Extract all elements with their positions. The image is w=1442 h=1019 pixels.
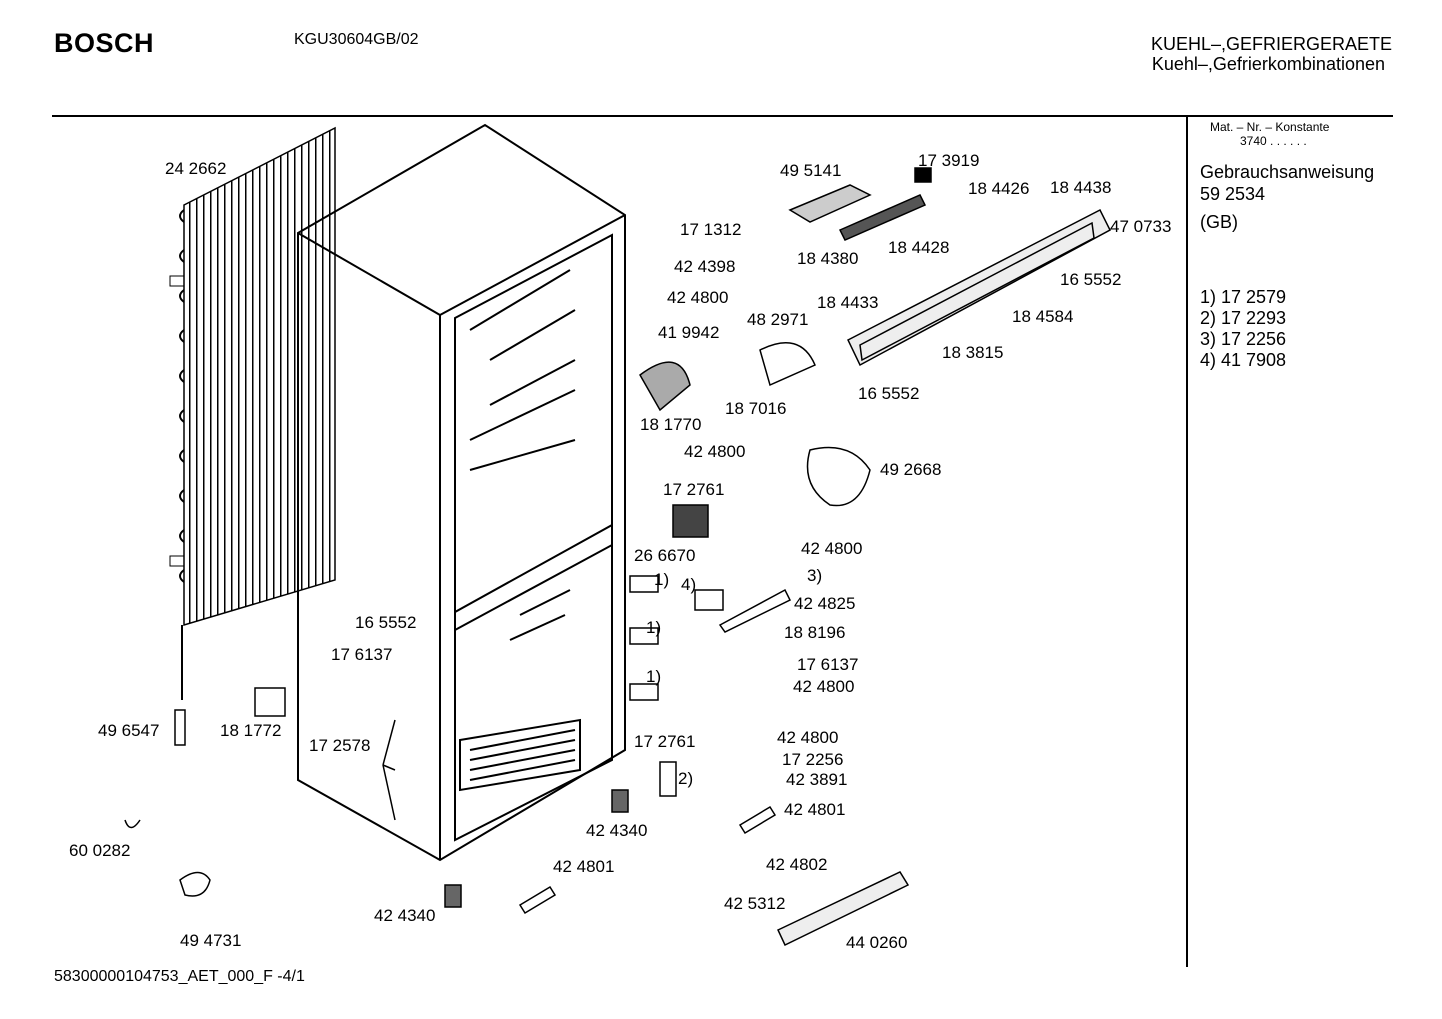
part-label: 42 4800 (777, 728, 839, 747)
footnote-3: 3) 17 2256 (1200, 329, 1287, 349)
part-label: 17 2761 (634, 732, 696, 751)
part-label: 16 5552 (1060, 270, 1122, 289)
part-label: 18 1770 (640, 415, 702, 434)
part-label: 26 6670 (634, 546, 696, 565)
part-label: 17 6137 (331, 645, 393, 664)
part-label: 2) (678, 769, 694, 788)
part-label: 42 3891 (786, 770, 848, 789)
sidebar-divider (1186, 117, 1188, 967)
part-label: 18 7016 (725, 399, 787, 418)
mat-value: 3740 . . . . . . (1240, 134, 1307, 148)
part-label: 17 2578 (309, 736, 371, 755)
condenser-coil (169, 126, 336, 700)
part-label: 41 9942 (658, 323, 720, 342)
part-label: 17 2761 (663, 480, 725, 499)
part-label: 16 5552 (355, 613, 417, 632)
part-label: 18 4426 (968, 179, 1030, 198)
part-label: 42 4398 (674, 257, 736, 276)
part-label: 1) (646, 618, 662, 637)
part-label: 47 0733 (1110, 217, 1172, 236)
part-label: 42 4801 (553, 857, 615, 876)
document-footer: 58300000104753_AET_000_F -4/1 (54, 968, 305, 985)
footnote-1: 1) 17 2579 (1200, 287, 1287, 307)
part-label: 16 5552 (858, 384, 920, 403)
part-label: 42 4800 (793, 677, 855, 696)
part-label: 60 0282 (69, 841, 131, 860)
part-label: 18 4584 (1012, 307, 1074, 326)
part-label: 1) (646, 667, 662, 686)
part-label: 17 1312 (680, 220, 742, 239)
part-label: 49 6547 (98, 721, 160, 740)
footnote-2: 2) 17 2293 (1200, 308, 1287, 328)
part-label: 42 5312 (724, 894, 786, 913)
footnote-4: 4) 41 7908 (1200, 350, 1287, 370)
part-label: 18 4438 (1050, 178, 1112, 197)
part-label: 18 4433 (817, 293, 879, 312)
model-number: KGU30604GB/02 (294, 31, 419, 48)
part-label: 42 4825 (794, 594, 856, 613)
part-label: 42 4340 (374, 906, 436, 925)
part-label: 17 6137 (797, 655, 859, 674)
part-label: 42 4802 (766, 855, 828, 874)
part-label: 42 4800 (684, 442, 746, 461)
part-label: 18 1772 (220, 721, 282, 740)
cabinet-body (297, 123, 626, 862)
part-label: 18 8196 (784, 623, 846, 642)
manual-number: 59 2534 (1200, 184, 1266, 204)
part-label: 42 4801 (784, 800, 846, 819)
part-sketches (124, 167, 1111, 947)
part-label: 17 3919 (918, 151, 980, 170)
part-label: 49 5141 (780, 161, 842, 180)
part-label: 4) (681, 575, 697, 594)
category-line-1: KUEHL–,GEFRIERGERAETE (1150, 34, 1392, 54)
part-label: 24 2662 (165, 159, 227, 178)
part-label: 3) (807, 566, 823, 585)
part-label: 49 2668 (880, 460, 942, 479)
manual-title: Gebrauchsanweisung (1200, 162, 1375, 182)
brand-logo: BOSCH (54, 28, 155, 58)
region-label: (GB) (1200, 212, 1238, 232)
part-label: 17 2256 (782, 750, 844, 769)
part-label: 42 4800 (801, 539, 863, 558)
part-label: 1) (654, 570, 670, 589)
mat-heading: Mat. – Nr. – Konstante (1210, 120, 1330, 134)
part-label: 18 4428 (888, 238, 950, 257)
part-label: 49 4731 (180, 931, 242, 950)
part-label: 48 2971 (747, 310, 809, 329)
header-divider (52, 115, 1393, 117)
part-label: 18 4380 (797, 249, 859, 268)
category-line-2: Kuehl–,Gefrierkombinationen (1151, 54, 1385, 74)
part-label: 18 3815 (942, 343, 1004, 362)
part-label: 42 4800 (667, 288, 729, 307)
part-label: 44 0260 (846, 933, 908, 952)
part-label: 42 4340 (586, 821, 648, 840)
